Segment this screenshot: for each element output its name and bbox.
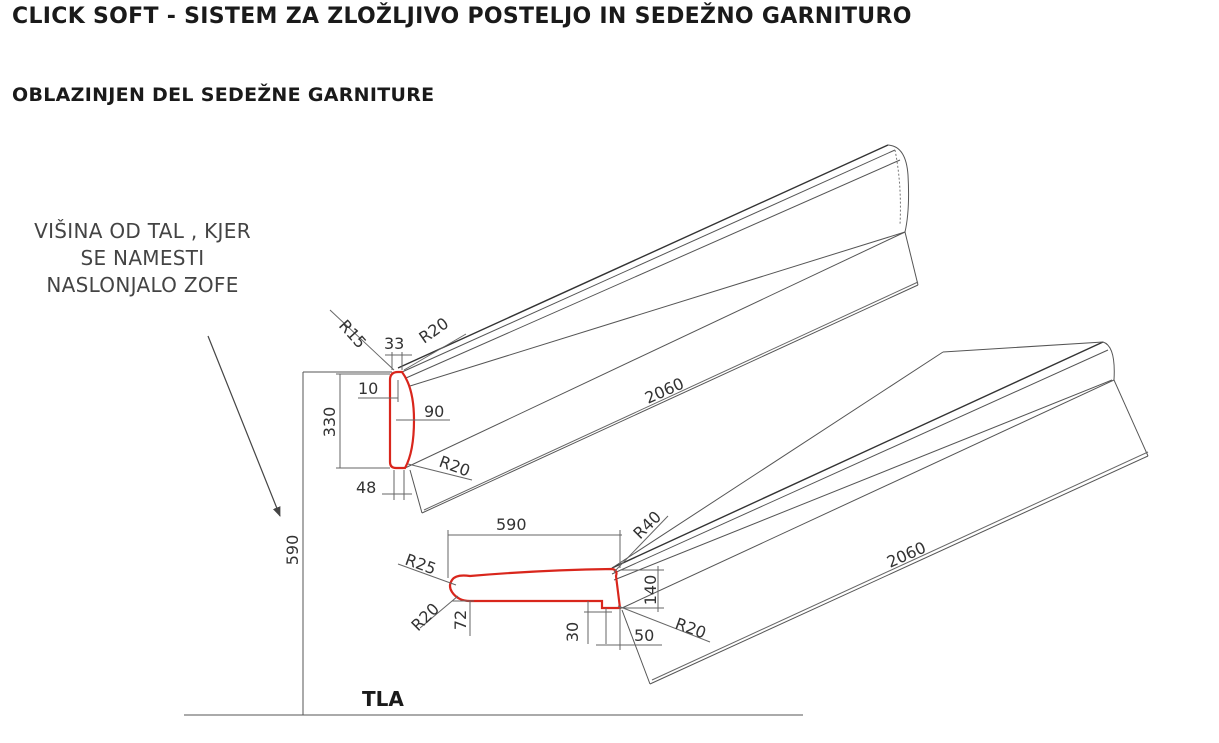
- seat-r20-left-label: R20: [407, 599, 443, 635]
- seat-d72-label: 72: [451, 610, 470, 630]
- height-590-label: 590: [283, 535, 302, 566]
- seat-d50-label: 50: [634, 626, 654, 645]
- backrest-d330-label: 330: [320, 407, 339, 438]
- seat-r25-label: R25: [403, 550, 439, 579]
- backrest-dimensions: [329, 281, 919, 511]
- seat-section-profile: [448, 567, 622, 610]
- note-pointer-arrow: [207, 335, 281, 517]
- height-note-line-1: VIŠINA OD TAL , KJER: [34, 219, 251, 243]
- backrest-r20-top-label: R20: [415, 314, 452, 348]
- height-note: VIŠINA OD TAL , KJER SE NAMESTI NASLONJA…: [0, 218, 285, 299]
- backrest-r20-bottom-label: R20: [437, 452, 473, 481]
- seat-cushion: [448, 341, 1149, 685]
- backrest-length-label: 2060: [642, 374, 687, 408]
- seat-r40-label: R40: [629, 507, 665, 543]
- seat-d590-label: 590: [496, 515, 527, 534]
- backrest-d48-label: 48: [356, 478, 376, 497]
- backrest-d33-label: 33: [384, 334, 404, 353]
- backrest-d10-label: 10: [358, 379, 378, 398]
- seat-d140-label: 140: [641, 575, 660, 606]
- section-subtitle: OBLAZINJEN DEL SEDEŽNE GARNITURE: [12, 84, 435, 106]
- ground-label: TLA: [362, 687, 404, 711]
- height-note-line-3: NASLONJALO ZOFE: [46, 273, 239, 297]
- backrest-d90-label: 90: [424, 402, 444, 421]
- height-note-line-2: SE NAMESTI: [80, 246, 205, 270]
- seat-dimensions: [397, 451, 1149, 681]
- page-title: CLICK SOFT - SISTEM ZA ZLOŽLJIVO POSTELJ…: [12, 4, 912, 29]
- seat-r20-right-label: R20: [673, 614, 709, 643]
- backrest-r15-label: R15: [335, 316, 370, 352]
- seat-d30-label: 30: [563, 622, 582, 642]
- backrest-cushion: [388, 144, 919, 514]
